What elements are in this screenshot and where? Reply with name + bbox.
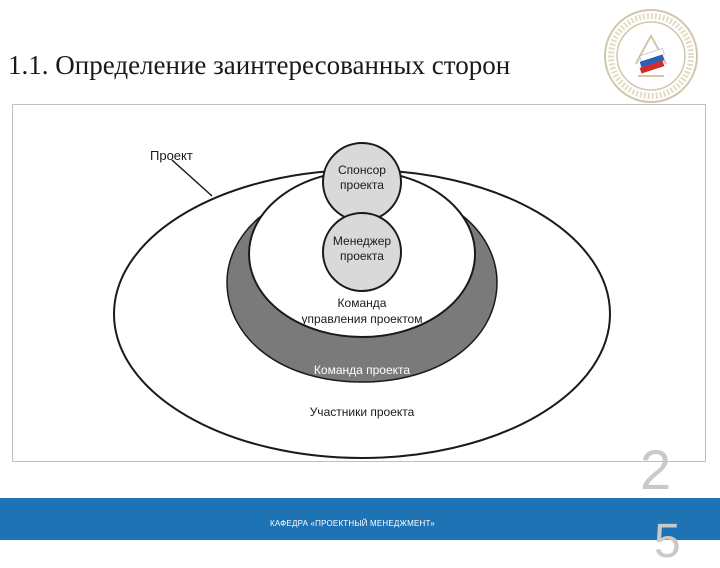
stakeholder-diagram: Проект Спонсор проекта Менеджер проекта … [113, 142, 611, 459]
manager-label-line2: проекта [340, 249, 384, 263]
manager-label-line1: Менеджер [333, 234, 392, 248]
management-team-label-line2: управления проектом [302, 312, 423, 326]
university-logo [604, 9, 698, 103]
project-team-label: Команда проекта [314, 363, 410, 377]
management-team-label-line1: Команда [338, 296, 387, 310]
project-label: Проект [150, 148, 193, 163]
participants-label: Участники проекта [310, 405, 415, 419]
project-label-pointer [171, 159, 213, 197]
page-number: 2 [640, 438, 672, 501]
footer-text: КАФЕДРА «ПРОЕКТНЫЙ МЕНЕДЖМЕНТ» [270, 519, 435, 528]
footer-bar [0, 498, 720, 540]
slide-title: 1.1. Определение заинтересованных сторон [8, 50, 511, 80]
sponsor-label-line2: проекта [340, 178, 384, 192]
page-number-second-digit: 5 [654, 515, 681, 568]
sponsor-label-line1: Спонсор [338, 163, 386, 177]
manager-circle [322, 212, 402, 292]
